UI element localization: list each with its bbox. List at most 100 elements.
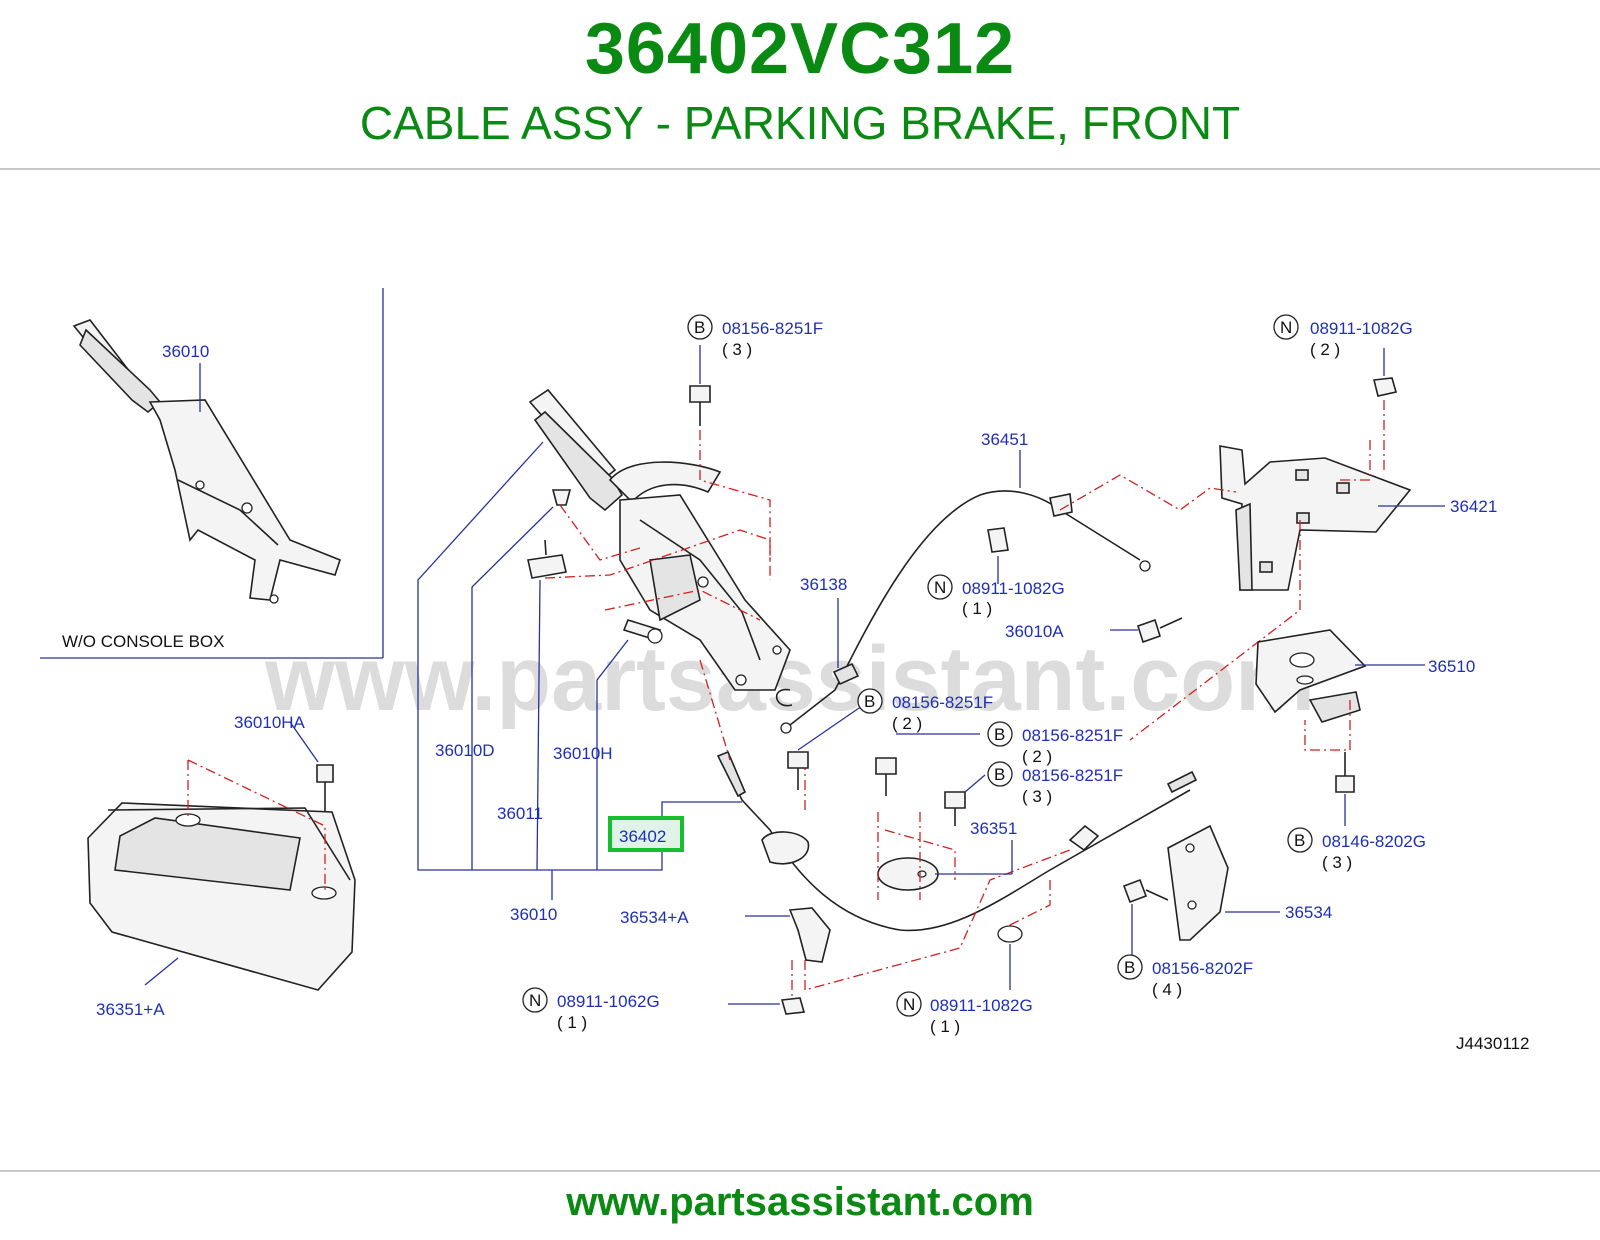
callout-36010[interactable]: 36010 xyxy=(510,905,557,924)
bolt-b-marker-icon xyxy=(987,721,1013,747)
bracket-36534-drawing xyxy=(1167,824,1229,941)
fastener-callout-b-08146-8202G[interactable]: B 08146-8202G ( 3 ) xyxy=(1287,827,1426,872)
inset-panel: 36010 W/O CONSOLE BOX xyxy=(40,288,384,659)
svg-text:N: N xyxy=(529,991,541,1010)
callout-36351[interactable]: 36351 xyxy=(970,819,1017,838)
fastener-callout-b-08156-8251F-top[interactable]: B 08156-8251F ( 3 ) xyxy=(687,314,823,359)
nut-top-right xyxy=(1373,377,1398,397)
svg-text:( 1 ): ( 1 ) xyxy=(962,599,992,618)
svg-text:( 3 ): ( 3 ) xyxy=(1322,853,1352,872)
cable-36138-drawing xyxy=(775,490,1151,734)
top-divider xyxy=(0,168,1600,170)
svg-text:( 1 ): ( 1 ) xyxy=(557,1013,587,1032)
bolt-b-marker-icon xyxy=(1117,954,1143,980)
inset-lever-drawing xyxy=(72,319,341,604)
nut-n-marker-icon xyxy=(927,574,953,600)
svg-text:08156-8251F: 08156-8251F xyxy=(722,319,823,338)
svg-text:N: N xyxy=(903,995,915,1014)
bracket-36510-drawing xyxy=(1255,629,1367,723)
callout-36010H[interactable]: 36010H xyxy=(553,744,613,763)
bolt-center-1 xyxy=(787,751,809,790)
nut-n-marker-icon xyxy=(896,991,922,1017)
svg-text:B: B xyxy=(994,725,1005,744)
bolt-08156-8202F xyxy=(1122,878,1169,904)
part-number-title: 36402VC312 xyxy=(584,9,1016,89)
bolt-b-marker-icon xyxy=(1287,827,1313,853)
part-description: CABLE ASSY - PARKING BRAKE, FRONT xyxy=(359,97,1241,149)
svg-text:B: B xyxy=(1124,958,1135,977)
clip-36010D xyxy=(551,489,572,506)
fastener-callout-n-08911-1062G[interactable]: N 08911-1062G ( 1 ) xyxy=(522,987,660,1032)
callout-36011[interactable]: 36011 xyxy=(497,804,543,823)
nut-n-marker-icon xyxy=(1273,314,1299,340)
bolt-36010A xyxy=(1137,617,1183,644)
callout-group-36010 xyxy=(417,441,742,900)
diagram-code: J4430112 xyxy=(1456,1034,1529,1053)
fastener-callout-b-08156-8202F[interactable]: B 08156-8202F ( 4 ) xyxy=(1117,954,1253,999)
front-cable-drawing xyxy=(716,750,1198,932)
svg-text:08911-1082G: 08911-1082G xyxy=(962,579,1065,598)
bolt-b-marker-icon xyxy=(687,314,713,340)
svg-text:( 3 ): ( 3 ) xyxy=(1022,787,1052,806)
highlighted-part-36402[interactable]: 36402 xyxy=(608,816,684,852)
bolt-center-2 xyxy=(875,757,897,796)
fastener-callout-n-08911-1082G-top[interactable]: N 08911-1082G ( 2 ) xyxy=(1273,314,1413,359)
svg-text:08911-1082G: 08911-1082G xyxy=(930,996,1033,1015)
callout-36010D[interactable]: 36010D xyxy=(435,741,495,760)
inset-caption: W/O CONSOLE BOX xyxy=(62,632,224,651)
washer-lower xyxy=(997,925,1023,943)
bolt-top-center xyxy=(689,385,711,426)
fastener-callout-b-08156-8251F-a[interactable]: B 08156-8251F ( 2 ) xyxy=(857,688,993,733)
svg-text:B: B xyxy=(694,318,705,337)
callout-36451[interactable]: 36451 xyxy=(981,430,1028,449)
fastener-callout-n-08911-1082G-bottom[interactable]: N 08911-1082G ( 1 ) xyxy=(896,991,1033,1036)
svg-text:B: B xyxy=(994,765,1005,784)
callout-36010-inset[interactable]: 36010 xyxy=(162,342,209,361)
svg-text:N: N xyxy=(1280,318,1292,337)
clip-36534A-drawing xyxy=(788,907,831,963)
callout-36510[interactable]: 36510 xyxy=(1428,657,1475,676)
svg-text:08156-8202F: 08156-8202F xyxy=(1152,959,1253,978)
callout-36351A[interactable]: 36351+A xyxy=(96,1000,165,1019)
callout-36534A[interactable]: 36534+A xyxy=(620,908,689,927)
callout-36534[interactable]: 36534 xyxy=(1285,903,1332,922)
callout-36402[interactable]: 36402 xyxy=(619,827,666,846)
bolt-08146-8202G xyxy=(1335,752,1355,793)
svg-text:08911-1062G: 08911-1062G xyxy=(557,992,660,1011)
bolt-36010H xyxy=(622,619,663,644)
svg-text:08156-8251F: 08156-8251F xyxy=(1022,766,1123,785)
bolt-center-3 xyxy=(944,791,966,826)
header: 36402VC312 CABLE ASSY - PARKING BRAKE, F… xyxy=(0,0,1600,168)
bottom-divider xyxy=(0,1170,1600,1172)
svg-text:08911-1082G: 08911-1082G xyxy=(1310,319,1413,338)
svg-text:( 2 ): ( 2 ) xyxy=(892,714,922,733)
svg-text:08156-8251F: 08156-8251F xyxy=(892,693,993,712)
console-box-drawing xyxy=(87,759,356,991)
fastener-callout-b-08156-8251F-b[interactable]: B 08156-8251F ( 2 ) xyxy=(987,721,1123,766)
bolt-36010HA xyxy=(316,764,334,812)
svg-text:B: B xyxy=(864,692,875,711)
bolt-b-marker-icon xyxy=(987,761,1013,787)
bracket-36421-drawing xyxy=(1219,445,1412,591)
bolt-b-marker-icon xyxy=(857,688,883,714)
switch-36011 xyxy=(527,539,567,579)
callout-36010HA[interactable]: 36010HA xyxy=(234,713,306,732)
fastener-callout-b-08156-8251F-c[interactable]: B 08156-8251F ( 3 ) xyxy=(987,761,1123,806)
footer-site-link[interactable]: www.partsassistant.com xyxy=(566,1180,1034,1224)
nut-mid xyxy=(987,527,1009,553)
nut-bottom xyxy=(780,997,806,1015)
svg-text:( 4 ): ( 4 ) xyxy=(1152,980,1182,999)
svg-text:08146-8202G: 08146-8202G xyxy=(1322,832,1426,851)
svg-text:( 2 ): ( 2 ) xyxy=(1022,747,1052,766)
svg-text:N: N xyxy=(934,578,946,597)
fastener-callout-n-08911-1082G-mid[interactable]: N 08911-1082G ( 1 ) xyxy=(927,574,1065,618)
callout-36010A[interactable]: 36010A xyxy=(1005,622,1064,641)
svg-text:( 3 ): ( 3 ) xyxy=(722,340,752,359)
callout-36138[interactable]: 36138 xyxy=(800,575,847,594)
watermark: www.partsassistant.com xyxy=(264,628,1315,730)
callout-36421[interactable]: 36421 xyxy=(1450,497,1497,516)
svg-text:( 1 ): ( 1 ) xyxy=(930,1017,960,1036)
nut-n-marker-icon xyxy=(522,987,548,1013)
svg-text:08156-8251F: 08156-8251F xyxy=(1022,726,1123,745)
